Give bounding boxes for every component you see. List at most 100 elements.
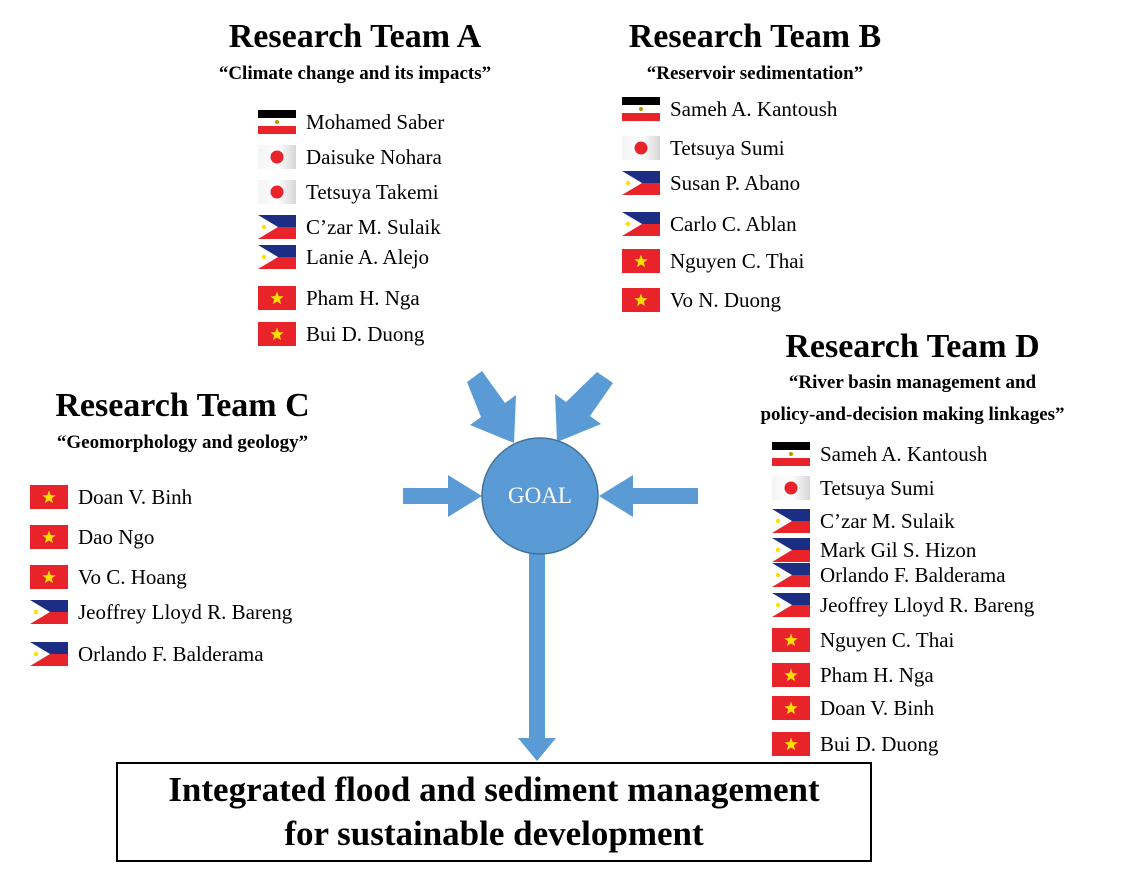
team-a-member: Tetsuya Takemi <box>258 177 439 207</box>
member-name: Daisuke Nohara <box>306 145 442 169</box>
member-name: Orlando F. Balderama <box>78 642 264 666</box>
team-a-title: Research Team A <box>228 18 482 55</box>
vietnam-flag-icon <box>622 288 660 312</box>
egypt-flag-icon <box>258 110 296 134</box>
goal-label: GOAL <box>508 483 572 508</box>
philippines-flag-icon <box>30 600 68 624</box>
philippines-flag-icon <box>258 245 296 269</box>
arrow-from-team-d <box>599 475 698 517</box>
team-b-member: Vo N. Duong <box>622 285 781 315</box>
vietnam-flag-icon <box>30 525 68 549</box>
team-b-member: Nguyen C. Thai <box>622 246 804 276</box>
member-name: Tetsuya Sumi <box>820 476 935 500</box>
member-name: Tetsuya Takemi <box>306 180 439 204</box>
arrow-from-team-b <box>555 372 613 442</box>
team-c-member: Jeoffrey Lloyd R. Bareng <box>30 597 292 627</box>
team-d-member: Sameh A. Kantoush <box>772 439 987 469</box>
vietnam-flag-icon <box>30 485 68 509</box>
team-a-member: Mohamed Saber <box>258 107 444 137</box>
egypt-flag-icon <box>622 97 660 121</box>
team-d-member: Bui D. Duong <box>772 729 938 759</box>
arrow-from-team-c <box>403 475 482 517</box>
team-a-member: Lanie A. Alejo <box>258 242 429 272</box>
philippines-flag-icon <box>30 642 68 666</box>
member-name: Mohamed Saber <box>306 110 445 134</box>
member-name: Doan V. Binh <box>78 485 193 509</box>
vietnam-flag-icon <box>622 249 660 273</box>
team-d-title: Research Team D <box>785 328 1040 365</box>
vietnam-flag-icon <box>772 732 810 756</box>
philippines-flag-icon <box>772 563 810 587</box>
team-d-member: Doan V. Binh <box>772 693 934 723</box>
member-name: Sameh A. Kantoush <box>820 442 988 466</box>
member-name: Orlando F. Balderama <box>820 563 1006 587</box>
team-c-member: Vo C. Hoang <box>30 562 187 592</box>
team-a-theme: “Climate change and its impacts” <box>218 63 492 84</box>
japan-flag-icon <box>772 476 810 500</box>
member-name: Mark Gil S. Hizon <box>820 538 977 562</box>
team-b-member: Tetsuya Sumi <box>622 133 785 163</box>
philippines-flag-icon <box>772 538 810 562</box>
philippines-flag-icon <box>772 509 810 533</box>
member-name: Doan V. Binh <box>820 696 935 720</box>
member-name: Bui D. Duong <box>820 732 939 756</box>
vietnam-flag-icon <box>258 286 296 310</box>
goal-circle <box>481 437 599 555</box>
member-name: Dao Ngo <box>78 525 155 549</box>
team-a-member: Daisuke Nohara <box>258 142 442 172</box>
member-name: Lanie A. Alejo <box>306 245 430 269</box>
team-c-member: Dao Ngo <box>30 522 154 552</box>
team-b-title: Research Team B <box>628 18 882 55</box>
team-d-theme-line2: policy-and-decision making linkages” <box>760 404 1065 425</box>
member-name: C’zar M. Sulaik <box>820 509 955 533</box>
team-b-member: Carlo C. Ablan <box>622 209 797 239</box>
vietnam-flag-icon <box>772 696 810 720</box>
outcome-line-2: for sustainable development <box>284 814 704 853</box>
member-name: Pham H. Nga <box>306 286 420 310</box>
team-d-member: Jeoffrey Lloyd R. Bareng <box>772 590 1034 620</box>
team-d-member: Pham H. Nga <box>772 660 934 690</box>
vietnam-flag-icon <box>772 663 810 687</box>
team-d-member: Tetsuya Sumi <box>772 473 935 503</box>
team-b-member: Sameh A. Kantoush <box>622 94 837 124</box>
philippines-flag-icon <box>622 212 660 236</box>
team-d-theme-line1: “River basin management and <box>788 372 1037 393</box>
team-a-member: Bui D. Duong <box>258 319 424 349</box>
member-name: C’zar M. Sulaik <box>306 215 441 239</box>
team-c-member: Orlando F. Balderama <box>30 639 264 669</box>
member-name: Pham H. Nga <box>820 663 934 687</box>
team-c-title: Research Team C <box>55 387 310 424</box>
philippines-flag-icon <box>622 171 660 195</box>
member-name: Bui D. Duong <box>306 322 425 346</box>
member-name: Jeoffrey Lloyd R. Bareng <box>820 593 1035 617</box>
member-name: Nguyen C. Thai <box>670 249 805 273</box>
team-a-member: Pham H. Nga <box>258 283 420 313</box>
vietnam-flag-icon <box>30 565 68 589</box>
team-d-member: Nguyen C. Thai <box>772 625 954 655</box>
japan-flag-icon <box>622 136 660 160</box>
team-d-member: Orlando F. Balderama <box>772 560 1006 590</box>
team-c-member: Doan V. Binh <box>30 482 192 512</box>
japan-flag-icon <box>258 145 296 169</box>
vietnam-flag-icon <box>772 628 810 652</box>
team-a-member: C’zar M. Sulaik <box>258 212 441 242</box>
member-name: Carlo C. Ablan <box>670 212 797 236</box>
member-name: Tetsuya Sumi <box>670 136 785 160</box>
team-b-theme: “Reservoir sedimentation” <box>646 63 864 84</box>
philippines-flag-icon <box>772 593 810 617</box>
team-d-member: Mark Gil S. Hizon <box>772 535 976 565</box>
member-name: Nguyen C. Thai <box>820 628 955 652</box>
member-name: Jeoffrey Lloyd R. Bareng <box>78 600 293 624</box>
member-name: Vo C. Hoang <box>78 565 187 589</box>
japan-flag-icon <box>258 180 296 204</box>
arrow-to-outcome <box>518 552 556 761</box>
member-name: Vo N. Duong <box>670 288 782 312</box>
outcome-line-1: Integrated flood and sediment management <box>168 770 820 809</box>
team-c-theme: “Geomorphology and geology” <box>56 432 309 453</box>
team-d-member: C’zar M. Sulaik <box>772 506 955 536</box>
philippines-flag-icon <box>258 215 296 239</box>
vietnam-flag-icon <box>258 322 296 346</box>
outcome-box: Integrated flood and sediment management… <box>116 762 872 862</box>
team-b-member: Susan P. Abano <box>622 168 800 198</box>
